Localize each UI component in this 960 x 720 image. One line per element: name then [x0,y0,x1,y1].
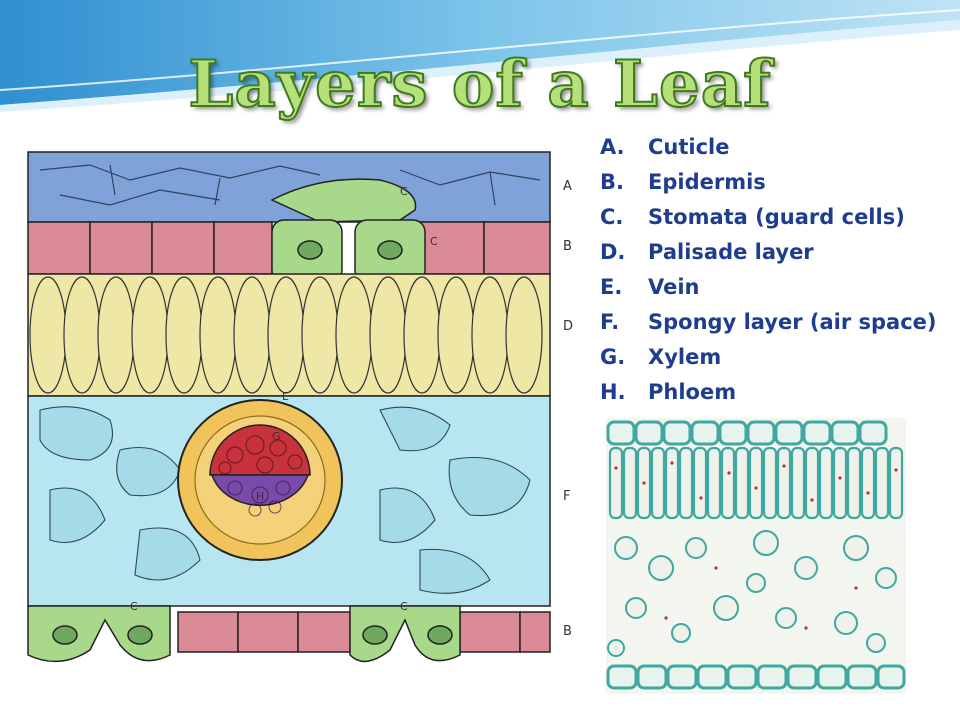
legend-letter: B. [600,170,624,194]
slide-title: Layers of a Leaf [187,46,772,123]
upper-epidermis [27,221,551,275]
legend-text: Palisade layer [648,240,814,264]
diagram-label: A [563,179,572,194]
legend-item: H. Phloem [600,375,950,410]
legend-text: Xylem [648,345,722,369]
legend-item: F. Spongy layer (air space) [600,305,950,340]
diagram-label: C [400,185,408,198]
legend-item: A. Cuticle [600,130,950,165]
legend-letter: D. [600,240,626,264]
legend-letter: E. [600,275,623,299]
diagram-label: D [563,319,573,334]
phloem [210,474,310,506]
vein [177,399,343,561]
diagram-label: B [563,239,572,254]
leaf-cross-section-diagram: A B D F B C C E G H C C [27,151,573,663]
legend-item: D. Palisade layer [600,235,950,270]
legend-letter: A. [600,135,625,159]
legend-text: Cuticle [648,135,730,159]
legend-letter: F. [600,310,620,334]
legend-item: B. Epidermis [600,165,950,200]
legend-item: G. Xylem [600,340,950,375]
legend-text: Spongy layer (air space) [648,310,937,334]
legend-text: Epidermis [648,170,766,194]
header-swoosh [0,0,960,112]
guard-cells-bottom [27,605,461,663]
diagram-label: G [272,430,281,443]
legend-letter: C. [600,205,624,229]
legend-text: Vein [648,275,700,299]
legend-letter: H. [600,380,626,404]
legend-item: C. Stomata (guard cells) [600,200,950,235]
diagram-label: C [400,600,408,613]
diagram-label: C [430,235,438,248]
diagram-label: B [563,624,572,639]
cuticle-layer [27,151,551,223]
legend-item: E. Vein [600,270,950,305]
layer-legend: A. Cuticle B. Epidermis C. Stomata (guard c… [600,130,950,410]
legend-letter: G. [600,345,626,369]
diagram-label: E [282,390,289,403]
diagram-label: C [130,600,138,613]
diagram-label: F [563,489,570,504]
legend-text: Stomata (guard cells) [648,205,905,229]
leaf-micrograph [606,418,906,694]
legend-text: Phloem [648,380,737,404]
diagram-label: H [256,490,264,503]
